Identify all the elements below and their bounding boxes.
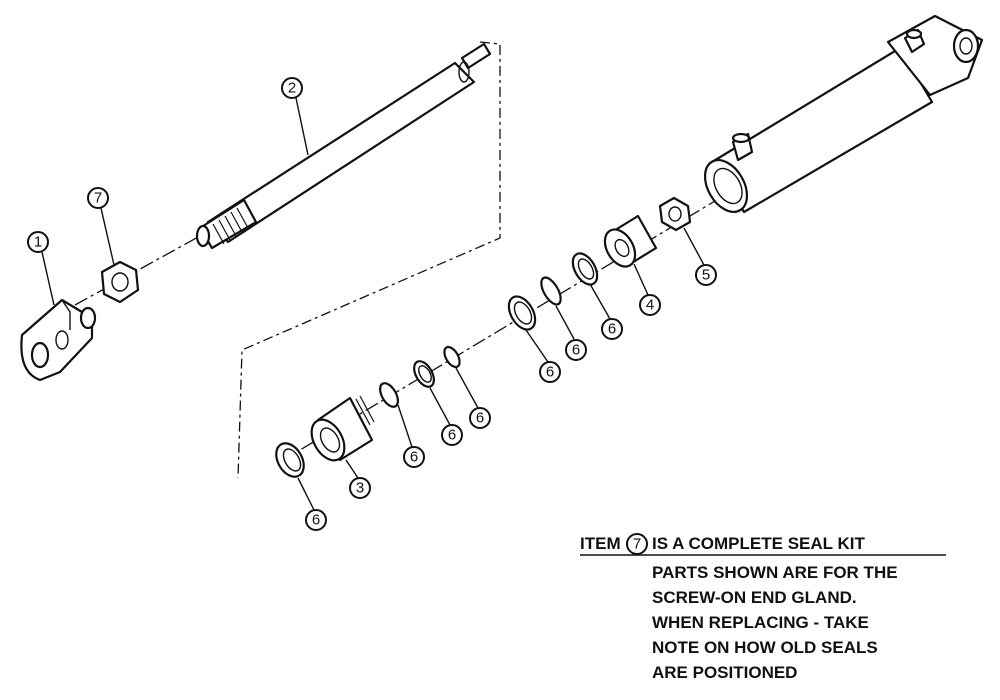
piston-part bbox=[603, 214, 658, 268]
note-line-4: WHEN REPLACING - TAKE bbox=[652, 613, 869, 632]
note-item-number-callout: 7 bbox=[626, 533, 648, 555]
cylinder-barrel-part bbox=[703, 14, 984, 214]
seal-ring bbox=[413, 360, 435, 388]
svg-text:6: 6 bbox=[448, 427, 456, 444]
seal-ring bbox=[275, 442, 305, 478]
callout-item-1: 1 bbox=[27, 231, 49, 253]
svg-text:6: 6 bbox=[312, 512, 320, 529]
seal-kit-note: ITEM 7 IS A COMPLETE SEAL KIT PARTS SHOW… bbox=[580, 533, 946, 682]
end-gland-part bbox=[310, 395, 375, 462]
o-ring bbox=[540, 276, 562, 306]
svg-text:2: 2 bbox=[288, 80, 296, 97]
callout-item-6: 6 bbox=[469, 407, 491, 429]
svg-text:6: 6 bbox=[410, 449, 418, 466]
piston-rod-part bbox=[195, 42, 492, 250]
note-line-3: SCREW-ON END GLAND. bbox=[652, 588, 857, 607]
callout-item-7: 7 bbox=[87, 187, 109, 209]
svg-text:7: 7 bbox=[94, 190, 102, 207]
callout-item-6: 6 bbox=[403, 446, 425, 468]
callout-item-5: 5 bbox=[695, 264, 717, 286]
seal-ring bbox=[507, 295, 537, 331]
svg-text:6: 6 bbox=[476, 410, 484, 427]
note-line-2: PARTS SHOWN ARE FOR THE bbox=[652, 563, 898, 582]
svg-text:7: 7 bbox=[633, 536, 641, 553]
o-ring bbox=[379, 382, 399, 408]
note-line-6: ARE POSITIONED bbox=[652, 663, 797, 682]
rod-axis-line bbox=[74, 235, 201, 306]
o-ring bbox=[443, 345, 461, 369]
callout-item-6: 6 bbox=[305, 509, 327, 531]
piston-nut-part bbox=[658, 196, 692, 232]
svg-text:4: 4 bbox=[646, 297, 654, 314]
note-line-1-prefix: ITEM bbox=[580, 534, 621, 553]
svg-text:3: 3 bbox=[356, 480, 364, 497]
svg-text:6: 6 bbox=[572, 342, 580, 359]
callout-item-2: 2 bbox=[281, 77, 303, 99]
seal-ring bbox=[571, 252, 599, 286]
callout-item-4: 4 bbox=[639, 294, 661, 316]
callout-item-6: 6 bbox=[565, 339, 587, 361]
nut-part bbox=[100, 260, 140, 304]
note-line-5: NOTE ON HOW OLD SEALS bbox=[652, 638, 878, 657]
callout-item-6: 6 bbox=[601, 318, 623, 340]
callout-item-6: 6 bbox=[441, 424, 463, 446]
callout-item-6: 6 bbox=[539, 361, 561, 383]
svg-text:5: 5 bbox=[702, 267, 710, 284]
assembly-leader-line bbox=[237, 41, 501, 479]
svg-text:1: 1 bbox=[34, 234, 42, 251]
svg-text:6: 6 bbox=[608, 321, 616, 338]
callout-item-3: 3 bbox=[349, 477, 371, 499]
clevis-part bbox=[20, 298, 97, 382]
svg-text:6: 6 bbox=[546, 364, 554, 381]
note-line-1-text: IS A COMPLETE SEAL KIT bbox=[652, 534, 865, 553]
